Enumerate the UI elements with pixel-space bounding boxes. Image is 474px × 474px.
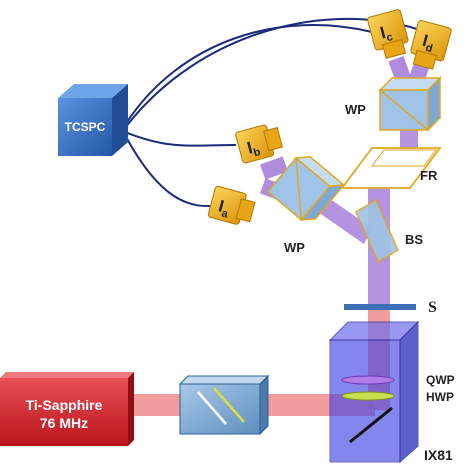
wollaston-prism-left [266,155,346,222]
detector-a-label: Ia [216,196,233,220]
detector-d: Id [410,20,452,70]
laser-label-line2: 76 MHz [40,415,88,431]
detector-d-label: Id [420,31,437,55]
wp-top-label: WP [345,102,366,117]
detector-a: Ia [207,185,256,225]
faraday-rotator [340,147,442,189]
ix81-microscope [328,320,420,464]
emission-split-b [259,156,289,180]
tcspc-label: TCSPC [65,120,106,134]
wp-left-label: WP [284,240,305,255]
wollaston-prism-top [378,76,442,132]
scanning-unit: Scanning unit [178,374,270,449]
ix81-label: IX81 [424,447,453,463]
fr-label: FR [420,168,438,183]
beam-splitter [355,198,399,264]
sample-slide [344,304,416,310]
qwp-plate [341,375,395,385]
detector-c: Ic [367,9,409,59]
laser-label-line1: Ti-Sapphire [26,397,103,413]
cable-c [124,24,373,126]
detector-b-label: Ib [245,136,262,160]
scanning-unit-label: Scanning unit [190,438,250,449]
laser-source: Ti-Sapphire 76 MHz [0,372,134,446]
scan-mirror-2 [213,387,245,423]
emission-split-c [388,55,412,85]
qwp-label: QWP [426,373,455,387]
scan-mirror-1 [197,391,227,425]
hwp-label: HWP [426,390,454,404]
tcspc-module: TCSPC [58,84,128,156]
cable-b [124,131,237,147]
detector-c-label: Ic [378,21,394,45]
detector-b: Ib [235,124,283,164]
dichroic-mirror [349,406,393,444]
bs-label: BS [405,232,423,247]
sample-label: S [428,299,437,316]
hwp-plate [341,391,395,401]
